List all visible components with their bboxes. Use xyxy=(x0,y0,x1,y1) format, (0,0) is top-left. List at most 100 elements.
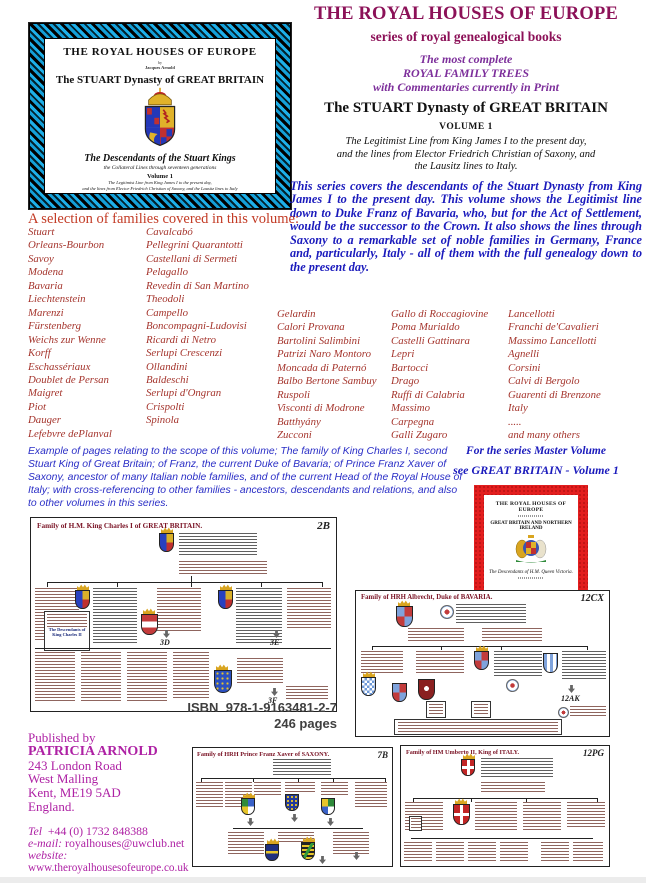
text-lines xyxy=(179,533,257,557)
text-lines xyxy=(456,604,526,624)
isbn-line: ISBN 978-1-9163481-2-7 xyxy=(137,700,337,716)
master-volume-note: For the series Master Volume see GREAT B… xyxy=(452,445,620,478)
mini-cover-caption: The Descendants of H.M. Queen Victoria. xyxy=(489,570,573,575)
text-lines xyxy=(482,628,542,642)
quartered-shield-icon xyxy=(241,798,255,815)
branch-ref: 12AK xyxy=(561,694,580,703)
family-name: Moncada di Paternó xyxy=(277,361,367,374)
family-name: Marenzi xyxy=(28,306,64,319)
continuation-arrow-icon xyxy=(568,685,575,693)
text-lines xyxy=(398,722,558,733)
cover-series-title: The STUART Dynasty of GREAT BRITAIN xyxy=(55,74,265,86)
text-lines xyxy=(228,832,264,854)
family-name: Ruspoli xyxy=(277,388,310,401)
family-name: ..... xyxy=(508,415,522,428)
tree-connector xyxy=(333,778,334,782)
austria-shield-icon xyxy=(141,614,158,635)
text-lines xyxy=(404,842,432,862)
saxony-shield-icon xyxy=(301,842,315,860)
text-lines xyxy=(127,652,167,702)
text-lines xyxy=(355,782,387,808)
family-name: Baldeschi xyxy=(146,373,189,386)
tel-label: Tel xyxy=(28,823,42,838)
family-name: Orleans-Bourbon xyxy=(28,239,105,252)
contact-block: Tel +44 (0) 1732 848388 e-mail: royalhou… xyxy=(28,825,203,874)
page-count: 246 pages xyxy=(274,715,337,731)
master-volume-cover: THE ROYAL HOUSES OF EUROPE GREAT BRITAIN… xyxy=(474,485,588,606)
family-name: Visconti di Modrone xyxy=(277,402,365,415)
family-name: Cavalcabó xyxy=(146,226,193,238)
text-lines xyxy=(254,782,281,796)
isbn-block: ISBN 978-1-9163481-2-7 246 pages xyxy=(137,700,337,731)
cover-desc-line1: The Legitimist Line from King James I to… xyxy=(108,180,212,185)
family-name: Carpegna xyxy=(391,415,435,428)
tree-connector xyxy=(526,798,527,802)
stuart-coat-of-arms-icon xyxy=(144,87,176,147)
book-cover: THE ROYAL HOUSES OF EUROPE by Jacques Ar… xyxy=(28,22,292,210)
family-name: Stuart xyxy=(28,226,55,238)
page-header: THE ROYAL HOUSES OF EUROPE series of roy… xyxy=(290,4,642,274)
text-lines xyxy=(237,658,283,684)
tree-connector xyxy=(191,582,192,587)
tree-connector xyxy=(587,646,588,650)
family-name: Batthyány xyxy=(277,415,321,428)
published-by-label: Published by xyxy=(28,730,96,745)
master-volume-line2: see GREAT BRITAIN - Volume 1 xyxy=(453,463,619,477)
text-lines xyxy=(81,652,121,702)
text-lines xyxy=(173,652,209,698)
stuart-shield-icon xyxy=(218,590,233,609)
mini-cover-imprint xyxy=(518,577,544,579)
volume-desc-line2: and the lines from Elector Friedrich Chr… xyxy=(336,148,596,160)
page-title: THE ROYAL HOUSES OF EUROPE xyxy=(313,4,618,24)
chart-italy: Family of HM Umberto II, King of ITALY. … xyxy=(400,745,610,867)
family-name: Serlupi d'Ongran xyxy=(146,387,222,400)
text-lines xyxy=(562,651,606,681)
tree-connector xyxy=(413,798,414,802)
tree-connector xyxy=(441,646,442,650)
bavaria-shield-icon xyxy=(396,606,413,627)
tree-connector xyxy=(201,778,385,779)
family-name: Drago xyxy=(391,375,420,388)
tree-connector xyxy=(47,582,48,587)
website-label: website: xyxy=(28,848,68,863)
bavaria-shield-icon xyxy=(474,651,489,670)
text-lines xyxy=(474,704,488,716)
family-name: Agnelli xyxy=(508,348,540,361)
text-lines xyxy=(93,588,137,644)
order-medallion-icon xyxy=(440,605,454,619)
tree-connector xyxy=(117,582,118,587)
family-name: Spinola xyxy=(146,414,179,427)
family-name: Corsini xyxy=(508,361,541,374)
text-lines xyxy=(273,759,331,775)
text-lines xyxy=(321,782,348,796)
cover-desc-line2: and the lines from Elector Friedrich Chr… xyxy=(82,185,238,191)
banded-shield-icon xyxy=(265,844,279,861)
master-volume-cover-inner: THE ROYAL HOUSES OF EUROPE GREAT BRITAIN… xyxy=(484,495,578,596)
mini-cover-country: GREAT BRITAIN AND NORTHERN IRELAND xyxy=(490,521,572,531)
continuation-arrow-icon xyxy=(271,688,278,696)
family-name: Ricardi di Netro xyxy=(146,333,216,346)
mini-cover-title: THE ROYAL HOUSES OF EUROPE xyxy=(495,501,567,513)
tree-connector xyxy=(385,778,386,782)
tagline: The most complete ROYAL FAMILY TREES wit… xyxy=(290,52,642,94)
chart-title: Family of HM Umberto II, King of ITALY. xyxy=(406,749,520,756)
family-name: Calvi di Bergolo xyxy=(508,375,580,388)
family-name: Lancellotti xyxy=(508,308,555,320)
family-name: Liechtenstein xyxy=(28,293,86,306)
page-edge xyxy=(0,877,646,883)
publisher-block: Published by PATRICIA ARNOLD 243 London … xyxy=(28,731,203,874)
example-note: Example of pages relating to the scope o… xyxy=(28,446,463,509)
volume-label: VOLUME 1 xyxy=(439,122,493,132)
text-lines xyxy=(411,818,421,829)
family-name: Eschassériaux xyxy=(28,360,91,373)
family-name: Ollandini xyxy=(146,360,188,373)
order-medallion-icon xyxy=(558,707,569,718)
text-lines xyxy=(429,704,443,716)
volume-desc-line3: the Lausitz lines to Italy. xyxy=(414,161,518,172)
family-name: Dauger xyxy=(28,414,61,427)
email-line: e-mail: royalhouses@uwclub.net xyxy=(28,837,203,849)
family-name: and many others xyxy=(508,429,580,442)
